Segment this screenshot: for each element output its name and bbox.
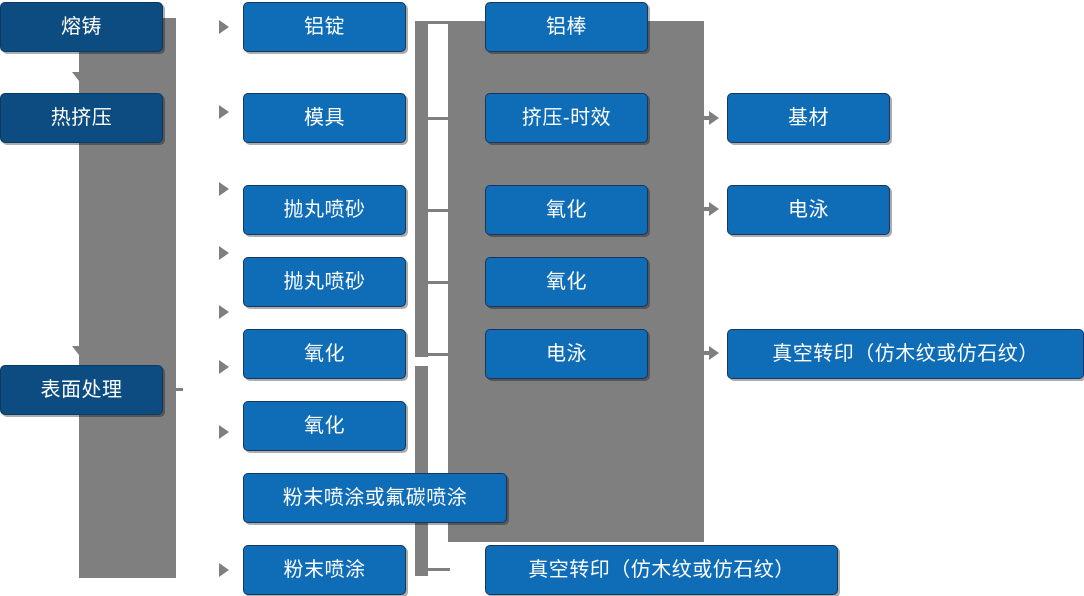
arrowhead-bus-powderpvdf xyxy=(219,425,229,439)
process-bus-stub-6 xyxy=(428,568,450,571)
node-oxidation-4[interactable]: 氧化 xyxy=(485,257,648,307)
arrowhead-melt-to-extrude xyxy=(72,72,86,81)
process-bus-stub-5 xyxy=(428,353,450,356)
node-shotblast-1[interactable]: 抛丸喷砂 xyxy=(243,185,406,235)
node-mold[interactable]: 模具 xyxy=(243,93,406,143)
arrowhead-bus-mold xyxy=(219,105,229,119)
node-shotblast-1-label: 抛丸喷砂 xyxy=(283,199,366,221)
arrowhead-bus-powder xyxy=(219,563,229,577)
node-hot-extrude[interactable]: 热挤压 xyxy=(0,93,163,143)
node-vacuum-transfer-2[interactable]: 真空转印（仿木纹或仿石纹） xyxy=(727,329,1084,379)
node-powder-coating-label: 粉末喷涂 xyxy=(283,559,366,581)
arrowhead-bus-oxidation1 xyxy=(219,305,229,319)
node-hot-extrude-label: 热挤压 xyxy=(50,107,113,129)
arrowhead-vacuum-transfer xyxy=(709,346,719,360)
node-shotblast-2[interactable]: 抛丸喷砂 xyxy=(243,257,406,307)
node-melt-cast[interactable]: 熔铸 xyxy=(0,2,163,52)
node-aluminum-ingot-label: 铝锭 xyxy=(304,16,345,38)
node-electrophoresis-1[interactable]: 电泳 xyxy=(485,329,648,379)
node-aluminum-bar-label: 铝棒 xyxy=(546,16,587,38)
node-electrophoresis-1-label: 电泳 xyxy=(546,343,587,365)
node-extrude-aging-label: 挤压-时效 xyxy=(521,107,612,129)
node-surface-treatment[interactable]: 表面处理 xyxy=(0,365,163,415)
node-oxidation-3[interactable]: 氧化 xyxy=(485,185,648,235)
process-bus-trunk xyxy=(415,21,428,576)
arrowhead-electrophoresis xyxy=(709,202,719,216)
node-melt-cast-label: 熔铸 xyxy=(61,16,102,38)
arrowshaft-vacuum-transfer xyxy=(697,351,711,355)
node-vacuum-transfer-1[interactable]: 真空转印（仿木纹或仿石纹） xyxy=(485,545,838,595)
arrowhead-bus-shotblast1 xyxy=(219,182,229,196)
arrowhead-substrate xyxy=(709,111,719,125)
node-substrate-label: 基材 xyxy=(788,107,829,129)
process-bus-stub-2 xyxy=(428,117,450,120)
node-surface-treatment-label: 表面处理 xyxy=(40,379,123,401)
node-oxidation-1-label: 氧化 xyxy=(304,343,345,365)
process-bus-gap xyxy=(415,357,428,366)
stage-bus-elbow xyxy=(163,388,183,391)
process-bus-stub-4 xyxy=(428,281,450,284)
node-aluminum-bar[interactable]: 铝棒 xyxy=(485,2,648,52)
node-vacuum-transfer-2-label: 真空转印（仿木纹或仿石纹） xyxy=(772,343,1039,365)
node-oxidation-2-label: 氧化 xyxy=(304,415,345,437)
node-electrophoresis-2-label: 电泳 xyxy=(788,199,829,221)
arrowhead-bus-oxidation2 xyxy=(219,360,229,374)
node-powder-or-pvdf[interactable]: 粉末喷涂或氟碳喷涂 xyxy=(243,473,507,523)
node-oxidation-4-label: 氧化 xyxy=(546,271,587,293)
node-vacuum-transfer-1-label: 真空转印（仿木纹或仿石纹） xyxy=(528,559,795,581)
node-shotblast-2-label: 抛丸喷砂 xyxy=(283,271,366,293)
arrowshaft-substrate xyxy=(697,116,711,120)
node-substrate[interactable]: 基材 xyxy=(727,93,890,143)
process-bus-stub-1 xyxy=(428,21,450,24)
process-bus-stub-3 xyxy=(428,209,450,212)
node-mold-label: 模具 xyxy=(304,107,345,129)
node-oxidation-2[interactable]: 氧化 xyxy=(243,401,406,451)
node-powder-or-pvdf-label: 粉末喷涂或氟碳喷涂 xyxy=(282,487,468,509)
node-electrophoresis-2[interactable]: 电泳 xyxy=(727,185,890,235)
arrowhead-bus-to-surface xyxy=(72,346,86,355)
arrowhead-bus-shotblast2 xyxy=(219,246,229,260)
node-extrude-aging[interactable]: 挤压-时效 xyxy=(485,93,648,143)
arrowhead-bus-ingot xyxy=(219,20,229,34)
node-powder-coating[interactable]: 粉末喷涂 xyxy=(243,545,406,595)
node-aluminum-ingot[interactable]: 铝锭 xyxy=(243,2,406,52)
node-oxidation-1[interactable]: 氧化 xyxy=(243,329,406,379)
node-oxidation-3-label: 氧化 xyxy=(546,199,587,221)
arrowshaft-electrophoresis xyxy=(697,207,711,211)
